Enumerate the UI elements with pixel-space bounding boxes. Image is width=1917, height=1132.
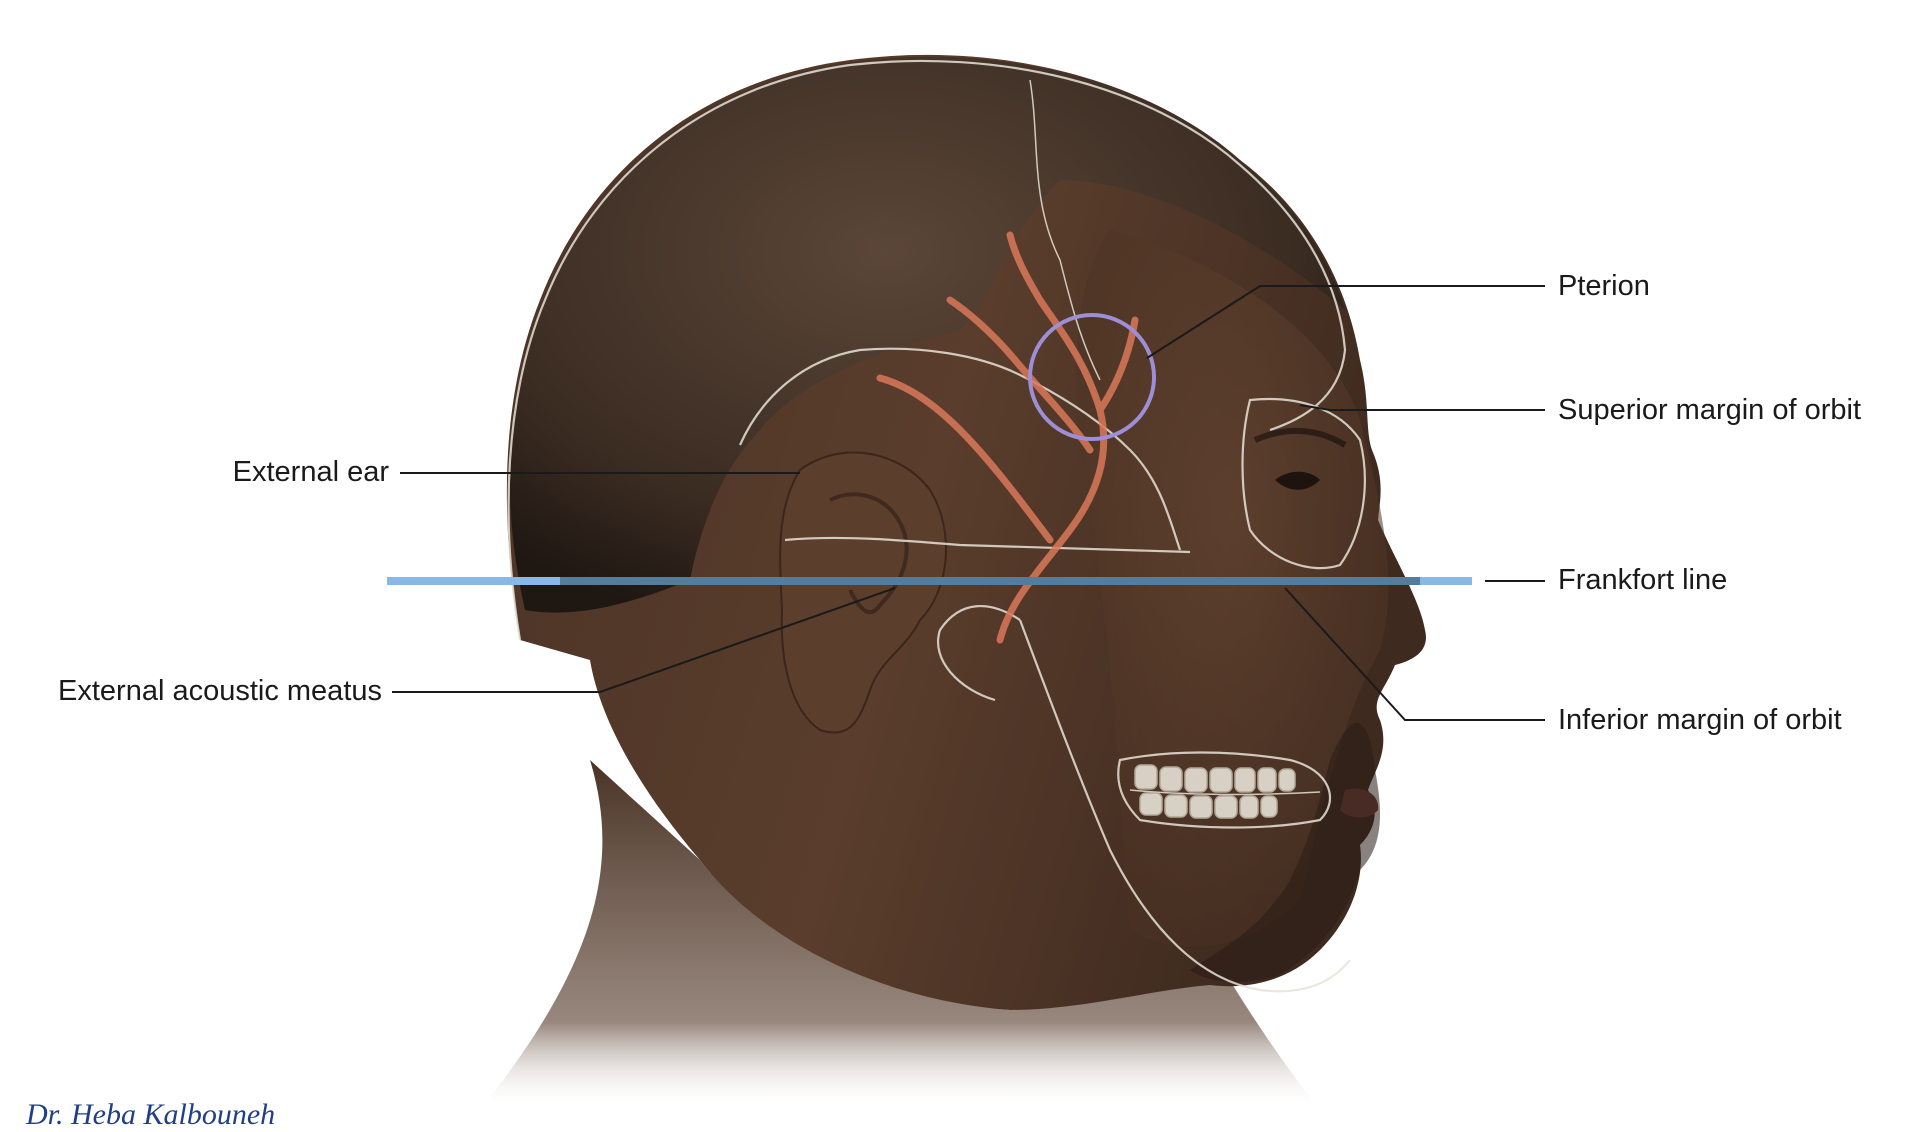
label-frankfort-line: Frankfort line bbox=[1558, 566, 1727, 595]
label-external-ear: External ear bbox=[233, 458, 389, 487]
label-external-acoustic-meatus: External acoustic meatus bbox=[58, 677, 382, 706]
label-pterion: Pterion bbox=[1558, 272, 1650, 301]
label-inferior-margin-of-orbit: Inferior margin of orbit bbox=[1558, 706, 1842, 735]
label-superior-margin-of-orbit: Superior margin of orbit bbox=[1558, 396, 1861, 425]
author-credit: Dr. Heba Kalbouneh bbox=[26, 1098, 275, 1132]
